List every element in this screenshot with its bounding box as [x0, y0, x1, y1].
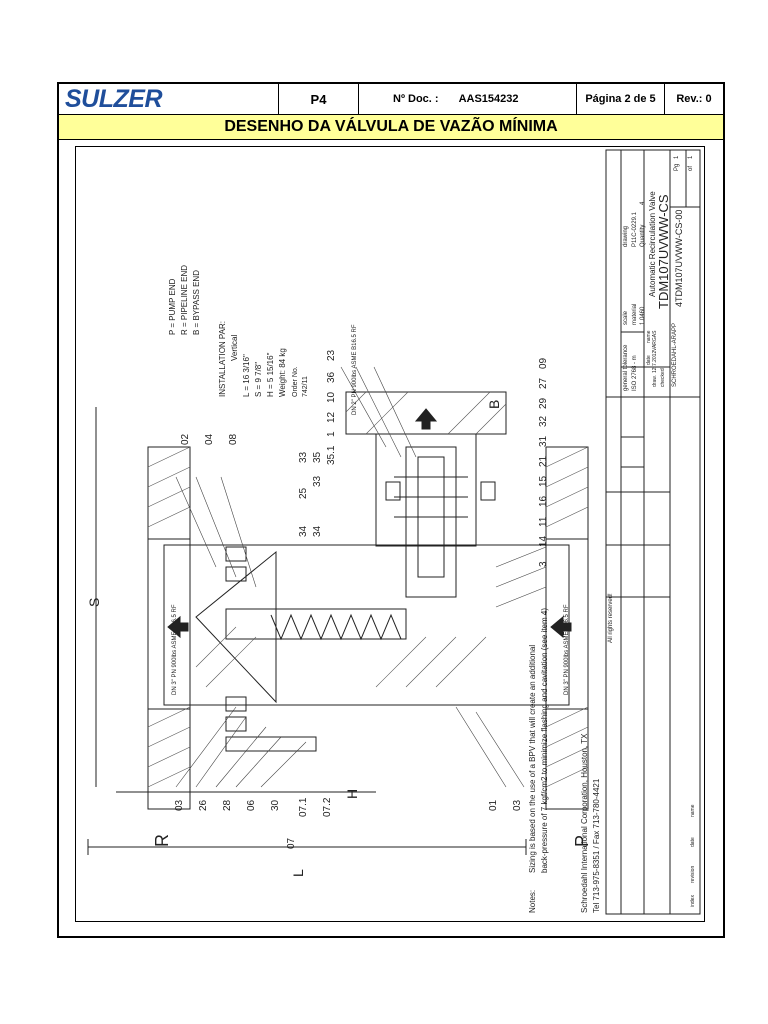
callout-25: 25	[298, 487, 309, 499]
callout-34: 34	[298, 525, 309, 537]
notes-line-2: back-pressure of 7 kgf/cm2 to minimize f…	[540, 607, 549, 873]
dim-l: L = 16 3/16"	[242, 354, 251, 397]
order-label: Order No.	[292, 366, 299, 397]
company-line-2: Tel 713-975-8351 / Fax 713-780-4421	[592, 778, 601, 913]
callout-34-b: 34	[312, 525, 323, 537]
callout-03: 03	[174, 799, 185, 811]
doc-label: Nº Doc. :	[393, 93, 439, 105]
page-title: DESENHO DA VÁLVULA DE VAZÃO MÍNIMA	[59, 115, 723, 140]
order-value: 742/11	[302, 376, 309, 397]
callout-07: 07	[286, 837, 297, 849]
callout-35: 35	[312, 451, 323, 463]
callout-36: 36	[326, 371, 337, 383]
document-number: Nº Doc. : AAS154232	[359, 84, 577, 114]
tb-drawing-label: drawing	[623, 225, 629, 247]
tb-quantity-value: 4	[640, 201, 646, 205]
tb-drawing-value: P11C-0229.1	[632, 212, 638, 247]
callout-1: 1	[326, 431, 337, 437]
tb-tolerance-label: general tolerance	[623, 344, 629, 391]
dim-letter-s: S	[86, 597, 102, 607]
weight: Weight: 84 kg	[278, 348, 287, 397]
callout-28: 28	[222, 799, 233, 811]
dim-letter-l: L	[290, 869, 306, 877]
notes-label: Notes:	[528, 889, 537, 913]
tb-draw-name: VARGAS	[652, 330, 658, 351]
valve-drawing	[87, 149, 701, 915]
dim-letter-h: H	[344, 788, 360, 799]
callout-07-2: 07.2	[322, 797, 333, 817]
tb-draw-label: draw.	[652, 375, 658, 387]
installation-value: Vertical	[230, 334, 239, 361]
notes-line-1: Sizing is based on the use of a BPV that…	[528, 644, 537, 873]
tb-of-label: of	[688, 165, 694, 171]
tb-scale-label: scale	[623, 310, 629, 325]
legend-pipeline: R = PIPELINE END	[180, 264, 189, 335]
callout-07-1: 07.1	[298, 797, 309, 817]
callout-26: 26	[198, 799, 209, 811]
tb-rev-col-index: index	[690, 895, 696, 907]
callout-27: 27	[538, 377, 549, 389]
callout-15: 15	[538, 475, 549, 487]
tb-pg-label: Pg	[674, 163, 680, 171]
port-r: R	[152, 834, 172, 847]
tb-drawing-number: 4TDM107UVWW-CS-00	[674, 209, 684, 307]
flange-label-r: DN 3" PN 900lbs ASME B16.5 RF	[172, 604, 178, 695]
tb-draw-date: 12.7.2012	[652, 350, 658, 373]
legend-bypass: B = BYPASS END	[192, 270, 201, 335]
callout-33: 33	[312, 475, 323, 487]
tb-rev-col-revision: revision	[690, 865, 696, 883]
tb-of-value: 1	[688, 155, 694, 159]
revision-indicator: Rev.: 0	[676, 93, 712, 105]
tb-material-label: material	[632, 303, 638, 325]
dim-s: S = 9 7/8"	[254, 361, 263, 397]
flange-label-b: DN 2" PN 900lbs ASME B16.5 RF	[352, 324, 358, 415]
title-block-frame	[605, 149, 701, 915]
sulzer-logo: SULZER	[59, 84, 279, 114]
sheet-code: P4	[279, 84, 359, 114]
tb-model: TDM107UVWW-CS	[656, 194, 671, 309]
tb-check-label: checked	[660, 368, 666, 387]
callout-35-1: 35.1	[326, 445, 337, 465]
tb-pg-value: 1	[674, 155, 680, 159]
company-line-1: Schroedahl International Corporation, Ho…	[580, 733, 589, 913]
callout-30: 30	[270, 799, 281, 811]
callout-31: 31	[538, 435, 549, 447]
callout-08: 08	[228, 433, 239, 445]
tb-rights: All rights reserved!	[608, 593, 614, 643]
callout-06: 06	[246, 799, 257, 811]
spring	[270, 613, 402, 641]
tb-material-value: 1.0460	[640, 306, 646, 325]
callout-10: 10	[326, 391, 337, 403]
tb-company-code: SCHROEDAHL-ARAPP	[672, 322, 678, 387]
callout-3: 3	[538, 561, 549, 567]
callout-23: 23	[326, 349, 337, 361]
tb-tolerance-value: ISO 2768 - m	[632, 355, 638, 391]
drawing-sheet: P = PUMP END R = PIPELINE END B = BYPASS…	[75, 146, 705, 922]
document-frame: SULZER P4 Nº Doc. : AAS154232 Página 2 d…	[57, 82, 725, 938]
dim-h: H = 5 15/16"	[266, 352, 275, 397]
callout-02: 02	[180, 433, 191, 445]
callout-04: 04	[204, 433, 215, 445]
callout-21: 21	[538, 455, 549, 467]
callout-03-b: 03	[512, 799, 523, 811]
doc-number: AAS154232	[458, 93, 519, 105]
legend-pump: P = PUMP END	[168, 278, 177, 335]
tb-quantity-label: Quantity	[640, 224, 646, 247]
tb-rev-col-date: date	[690, 837, 696, 847]
tb-rev-col-name: name	[690, 804, 696, 817]
callout-32: 32	[538, 415, 549, 427]
callout-11: 11	[538, 516, 549, 527]
page-indicator: Página 2 de 5	[577, 84, 665, 114]
callout-12: 12	[326, 411, 337, 423]
installation-title: INSTALLATION PAR:	[218, 320, 227, 397]
callout-29: 29	[538, 397, 549, 409]
callout-14: 14	[538, 535, 549, 547]
callout-16: 16	[538, 495, 549, 507]
callout-09: 09	[538, 357, 549, 369]
flange-label-p: DN 3" PN 900lbs ASME B16.5 RF	[564, 604, 570, 695]
callout-33-b: 33	[298, 451, 309, 463]
document-header: SULZER P4 Nº Doc. : AAS154232 Página 2 d…	[59, 84, 723, 115]
callout-01: 01	[488, 799, 499, 811]
port-b: B	[486, 399, 502, 409]
